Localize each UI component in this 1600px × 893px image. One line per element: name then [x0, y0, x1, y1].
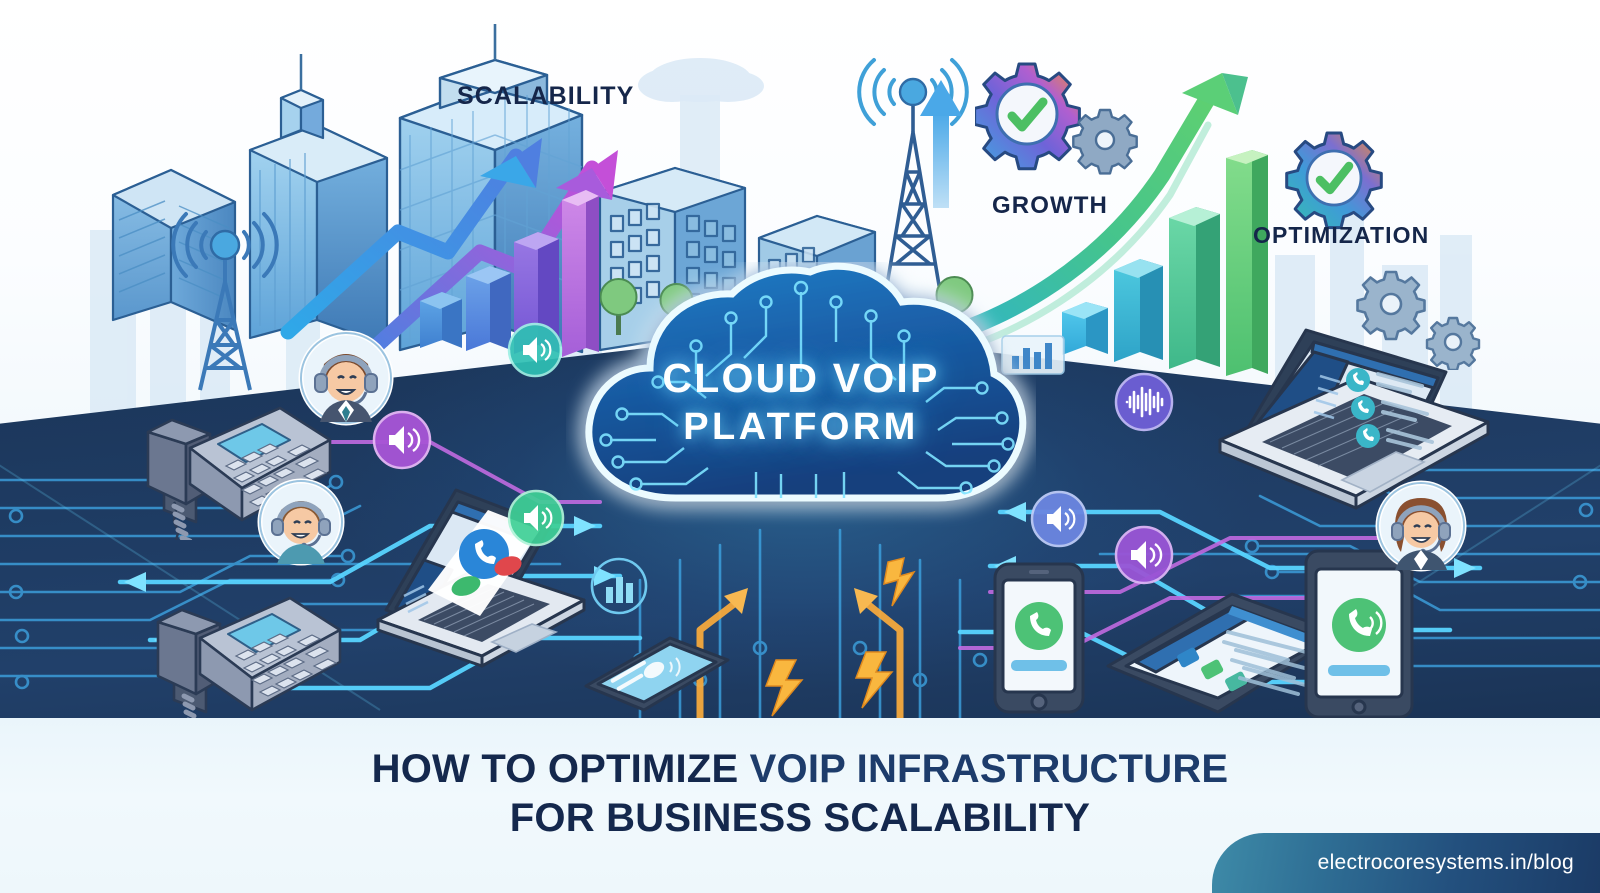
- speaker-icon[interactable]: [505, 487, 567, 549]
- banner-title-strong: HOW TO OPTIMIZE: [371, 747, 739, 791]
- cell-tower-icon: [857, 58, 969, 292]
- up-arrow-icon: [920, 80, 962, 208]
- site-url-badge[interactable]: electrocoresystems.in/blog: [1212, 833, 1600, 893]
- headset-agent-avatar[interactable]: [257, 478, 345, 566]
- tablet-dashboard[interactable]: [1100, 580, 1350, 730]
- headset-agent-avatar[interactable]: [1375, 480, 1467, 572]
- speaker-icon[interactable]: [1028, 488, 1090, 550]
- tablet-call[interactable]: [1294, 545, 1434, 725]
- gear-check-icon: [1285, 131, 1383, 230]
- scalability-bar-chart: [420, 190, 599, 357]
- mini-chart-icon: [1001, 335, 1065, 375]
- speaker-icon[interactable]: [370, 408, 434, 472]
- growth-bar-chart: [1062, 150, 1268, 376]
- laptop-call-log[interactable]: [1196, 300, 1496, 520]
- site-url-text: electrocoresystems.in/blog: [1317, 851, 1574, 874]
- gear-check-icon: [975, 62, 1138, 175]
- cloud-voip-platform-node[interactable]: CLOUD VOIP PLATFORM: [566, 262, 1036, 542]
- keyword-label-growth: GROWTH: [992, 192, 1108, 219]
- smartphone-call[interactable]: [985, 558, 1105, 718]
- speaker-icon[interactable]: [1112, 523, 1176, 587]
- headset-agent-avatar[interactable]: [298, 330, 394, 426]
- smartphone-on-board[interactable]: [578, 608, 738, 718]
- bar-chart-icon: [590, 557, 648, 615]
- banner-title-rest: VOIP INFRASTRUCTURE: [738, 747, 1229, 791]
- banner-title: HOW TO OPTIMIZE VOIP INFRASTRUCTURE FOR …: [0, 745, 1600, 843]
- waveform-icon[interactable]: [1112, 370, 1176, 434]
- speaker-icon[interactable]: [505, 320, 565, 380]
- laptop-incoming-call[interactable]: [332, 470, 602, 700]
- voip-desk-phone[interactable]: [140, 550, 350, 730]
- decorative-gear-icons: [1356, 270, 1481, 370]
- cell-tower-icon: [171, 212, 279, 391]
- banner-title-line1: HOW TO OPTIMIZE VOIP INFRASTRUCTURE: [0, 745, 1600, 794]
- banner-title-line2: FOR BUSINESS SCALABILITY: [509, 796, 1091, 840]
- keyword-label-optimization: OPTIMIZATION: [1253, 222, 1430, 248]
- keyword-label-scalability: SCALABILITY: [457, 82, 635, 110]
